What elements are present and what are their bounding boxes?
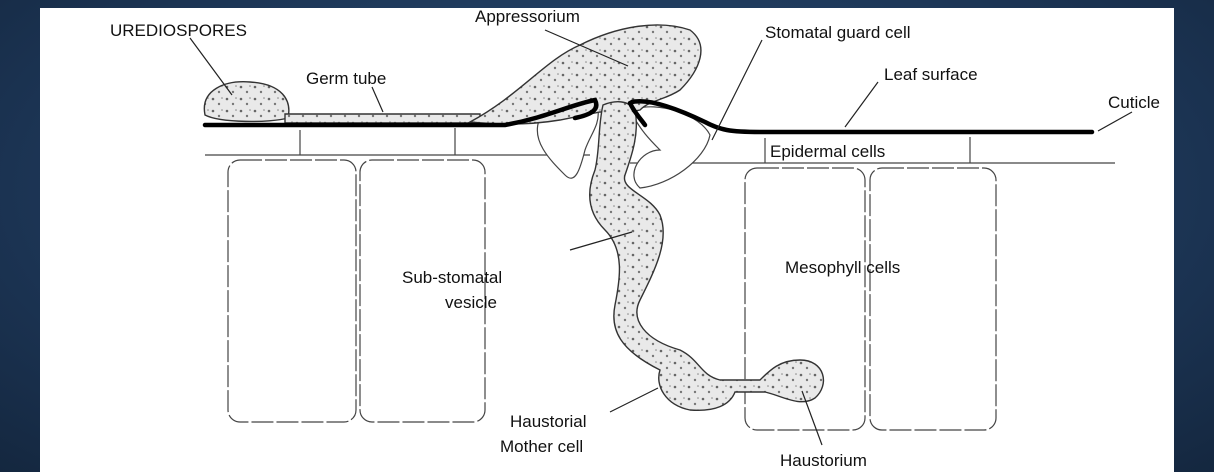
mesophyll-cell-4 bbox=[870, 168, 996, 430]
label-leaf-surface: Leaf surface bbox=[884, 65, 978, 84]
urediospore-shape bbox=[204, 82, 288, 122]
label-appressorium: Appressorium bbox=[475, 7, 580, 26]
label-sub-stomatal-1: Sub-stomatal bbox=[402, 268, 502, 287]
fungal-body bbox=[204, 25, 823, 410]
label-stomatal-guard-cell: Stomatal guard cell bbox=[765, 23, 911, 42]
mesophyll-cell-1 bbox=[228, 160, 356, 422]
mesophyll-cell-2 bbox=[360, 160, 485, 422]
label-haustorial-2: Mother cell bbox=[500, 437, 583, 456]
label-sub-stomatal-2: vesicle bbox=[445, 293, 497, 312]
label-germ-tube: Germ tube bbox=[306, 69, 386, 88]
label-cuticle: Cuticle bbox=[1108, 93, 1160, 112]
label-urediospores: UREDIOSPORES bbox=[110, 21, 247, 40]
germ-tube-shape bbox=[285, 114, 480, 123]
label-haustorium: Haustorium bbox=[780, 451, 867, 470]
label-mesophyll-cells: Mesophyll cells bbox=[785, 258, 900, 277]
label-epidermal-cells: Epidermal cells bbox=[770, 142, 885, 161]
label-haustorial-1: Haustorial bbox=[510, 412, 587, 431]
